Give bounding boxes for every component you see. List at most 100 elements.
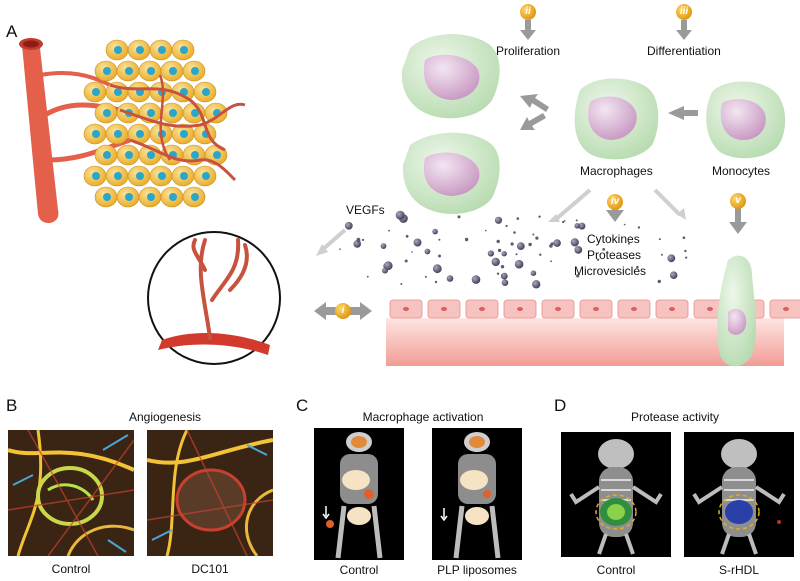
label-proteases: Proteases <box>587 248 642 262</box>
panel-c-title: Macrophage activation <box>362 410 484 424</box>
secreted-particle <box>516 217 520 220</box>
label-microvesicles: Microvesicles <box>574 264 647 278</box>
secreted-particle <box>575 219 578 222</box>
secreted-particle <box>485 229 487 232</box>
badge-v: v <box>730 193 746 209</box>
caption-b-control: Control <box>51 562 91 576</box>
secreted-particle <box>501 251 507 257</box>
secreted-particle <box>636 265 639 269</box>
secreted-particle <box>487 250 494 257</box>
label-macrophages: Macrophages <box>580 164 653 178</box>
secreted-particle <box>424 275 427 278</box>
arrows <box>314 20 747 320</box>
secreted-particle <box>405 234 409 238</box>
secreted-particle <box>658 238 661 241</box>
endothelial-cell <box>579 299 613 319</box>
secreted-particle <box>562 220 565 224</box>
secreted-particle <box>344 221 353 230</box>
secreted-particle <box>516 242 525 251</box>
endothelial-cell <box>617 299 651 319</box>
endothelial-cell <box>389 299 423 319</box>
tumor-cell <box>149 165 173 187</box>
ct-image-s-rhdl <box>684 432 794 557</box>
secreted-particle <box>497 248 502 253</box>
endothelial-cell <box>655 299 689 319</box>
badge-iv: iv <box>607 194 623 210</box>
panel-d-title: Protease activity <box>630 410 720 424</box>
secreted-particle <box>596 258 600 261</box>
tumor-cell <box>94 60 118 82</box>
pet-image-plp-liposomes <box>432 428 522 560</box>
tumor-cell <box>160 186 184 208</box>
tumor-cell <box>193 165 217 187</box>
secreted-particle <box>602 248 606 251</box>
secreted-particle <box>362 238 365 241</box>
secreted-particle <box>532 280 541 289</box>
angiogenesis-inset <box>147 231 281 365</box>
thin-arrows <box>320 188 682 252</box>
secreted-particle <box>563 220 566 222</box>
tumor-cell <box>193 81 217 103</box>
secreted-particle <box>530 270 537 277</box>
tumor-cell <box>182 60 206 82</box>
secreted-particle <box>553 239 561 247</box>
tumor-cell <box>105 81 129 103</box>
secreted-particle <box>574 223 580 229</box>
label-proliferation: Proliferation <box>496 44 561 58</box>
secreted-particle <box>464 237 469 242</box>
macrophage-cell-center <box>574 78 659 160</box>
secreted-particle <box>400 283 403 285</box>
tumor-cell <box>127 123 151 145</box>
tumor-cell <box>83 165 107 187</box>
secreted-particle <box>623 223 626 226</box>
angiogenesis-image-dc101 <box>147 430 273 556</box>
label-cytokines: Cytokines <box>587 232 640 246</box>
secreted-particle <box>515 253 518 256</box>
panel-c-letter: C <box>296 396 309 415</box>
tumor-cell <box>94 144 118 166</box>
secreted-particle <box>538 215 541 218</box>
label-vegfs: VEGFs <box>346 203 385 217</box>
macrophage-cell-prolif-bottom <box>402 132 500 214</box>
secreted-particle <box>574 246 583 254</box>
tumor-cell <box>171 165 195 187</box>
secreted-particle <box>532 233 535 236</box>
secreted-particle <box>438 254 441 258</box>
panel-b-title: Angiogenesis <box>128 410 202 424</box>
endothelial-cell <box>503 299 537 319</box>
secreted-particle <box>395 210 405 220</box>
secreted-particle <box>496 272 500 275</box>
caption-b-dc101: DC101 <box>191 562 229 576</box>
secreted-particle <box>471 275 481 284</box>
secreted-particle <box>528 242 532 247</box>
caption-d-control: Control <box>596 563 636 577</box>
secreted-particle <box>500 265 505 269</box>
secreted-particle <box>491 257 500 267</box>
secreted-particle <box>494 216 503 224</box>
secreted-particle <box>501 279 509 287</box>
panel-a-diagram <box>19 20 800 367</box>
secreted-particle <box>510 242 514 246</box>
secreted-particle <box>682 236 686 239</box>
tumor-cell <box>182 186 206 208</box>
secreted-particle <box>432 228 438 235</box>
pet-image-control <box>314 428 404 560</box>
secreted-particle <box>411 251 413 253</box>
secreted-particle <box>539 253 542 256</box>
secreted-particle <box>424 248 431 255</box>
secreted-particle <box>505 224 508 228</box>
secreted-particle <box>550 260 552 263</box>
secreted-particle <box>501 274 503 277</box>
secreted-particle <box>383 261 393 271</box>
tumor-cell <box>138 60 162 82</box>
caption-c-control: Control <box>339 563 379 577</box>
tumor-cell <box>83 123 107 145</box>
secreted-particle <box>535 236 539 240</box>
secreted-particle <box>514 259 524 269</box>
label-differentiation: Differentiation <box>647 44 721 58</box>
secreted-particle <box>356 237 361 242</box>
endothelial-cell <box>465 299 499 319</box>
secreted-particle <box>570 238 579 247</box>
tumor-cell <box>160 102 184 124</box>
tumor-cell <box>127 81 151 103</box>
